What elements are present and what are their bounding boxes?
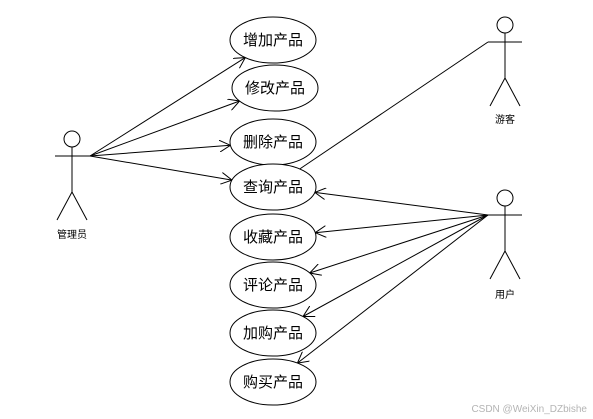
association-lines	[89, 41, 489, 363]
association-visitor-query	[299, 41, 489, 170]
use-case-query-label: 查询产品	[243, 178, 303, 196]
use-case-modify: 修改产品	[231, 64, 319, 112]
use-case-cart-label: 加购产品	[243, 324, 303, 342]
use-case-delete: 删除产品	[229, 118, 317, 166]
use-case-add: 增加产品	[229, 16, 317, 64]
use-case-cart: 加购产品	[229, 309, 317, 357]
use-case-favorite-label: 收藏产品	[243, 228, 303, 246]
association-user-favorite	[315, 214, 489, 233]
use-case-modify-label: 修改产品	[245, 79, 305, 97]
use-case-buy-label: 购买产品	[243, 373, 303, 391]
association-admin-delete	[89, 145, 230, 157]
use-case-delete-label: 删除产品	[243, 133, 303, 151]
association-user-buy	[297, 214, 489, 363]
actor-visitor-figure	[488, 16, 522, 107]
watermark: CSDN @WeiXin_DZbishe	[471, 404, 587, 415]
association-admin-modify	[89, 101, 240, 157]
association-admin-query	[89, 155, 232, 180]
use-case-favorite: 收藏产品	[229, 213, 317, 261]
actor-admin-figure	[55, 130, 90, 221]
use-case-buy: 购买产品	[229, 358, 317, 406]
association-user-query	[315, 192, 489, 216]
association-user-review	[310, 214, 489, 273]
association-admin-add	[89, 58, 245, 157]
use-case-query: 查询产品	[229, 163, 317, 211]
use-case-review-label: 评论产品	[243, 276, 303, 294]
actor-visitor: 游客	[488, 16, 522, 126]
actor-user-label: 用户	[495, 288, 515, 301]
association-user-cart	[303, 214, 489, 317]
actor-visitor-label: 游客	[495, 113, 515, 126]
use-case-review: 评论产品	[229, 261, 317, 309]
actor-admin: 管理员	[55, 130, 90, 241]
actor-user-figure	[488, 189, 522, 280]
use-case-add-label: 增加产品	[243, 31, 303, 49]
actor-admin-label: 管理员	[57, 228, 87, 241]
actor-user: 用户	[488, 189, 522, 301]
